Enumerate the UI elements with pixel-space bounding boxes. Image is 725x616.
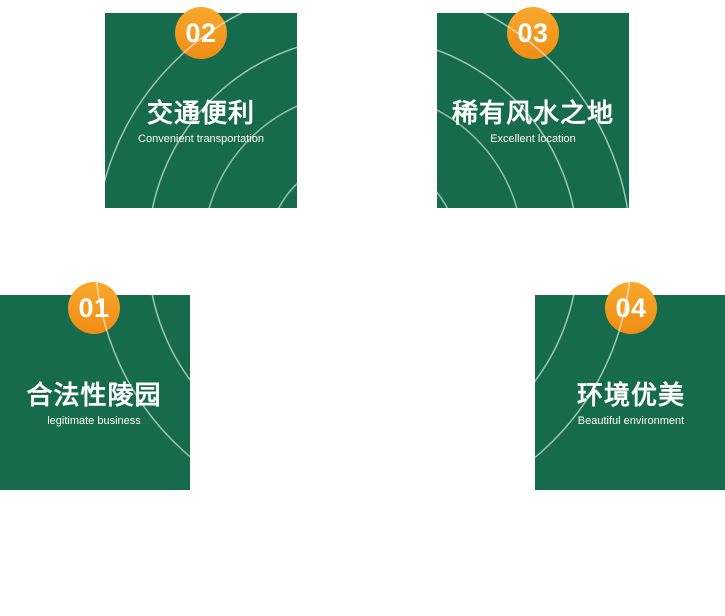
number-badge: 03 xyxy=(507,7,559,59)
card-subtitle: Excellent location xyxy=(490,133,576,145)
card-title: 合法性陵园 xyxy=(26,380,162,410)
card-subtitle: legitimate business xyxy=(47,415,141,427)
badge-number: 04 xyxy=(615,292,647,323)
card-subtitle: Beautiful environment xyxy=(577,415,685,427)
number-badge: 02 xyxy=(175,7,227,59)
feature-card-04: 04 环境优美 Beautiful environment xyxy=(535,282,725,490)
card-title: 稀有风水之地 xyxy=(451,98,614,128)
card-title: 环境优美 xyxy=(576,380,685,410)
feature-card-01: 01 合法性陵园 legitimate business xyxy=(0,282,190,490)
badge-number: 02 xyxy=(185,17,217,48)
number-badge: 01 xyxy=(68,282,120,334)
card-subtitle: Convenient transportation xyxy=(138,133,264,145)
badge-number: 03 xyxy=(517,17,549,48)
number-badge: 04 xyxy=(605,282,657,334)
feature-card-03: 03 稀有风水之地 Excellent location xyxy=(437,7,629,208)
feature-card-02: 02 交通便利 Convenient transportation xyxy=(105,7,297,208)
badge-number: 01 xyxy=(78,292,110,323)
card-title: 交通便利 xyxy=(146,98,255,128)
